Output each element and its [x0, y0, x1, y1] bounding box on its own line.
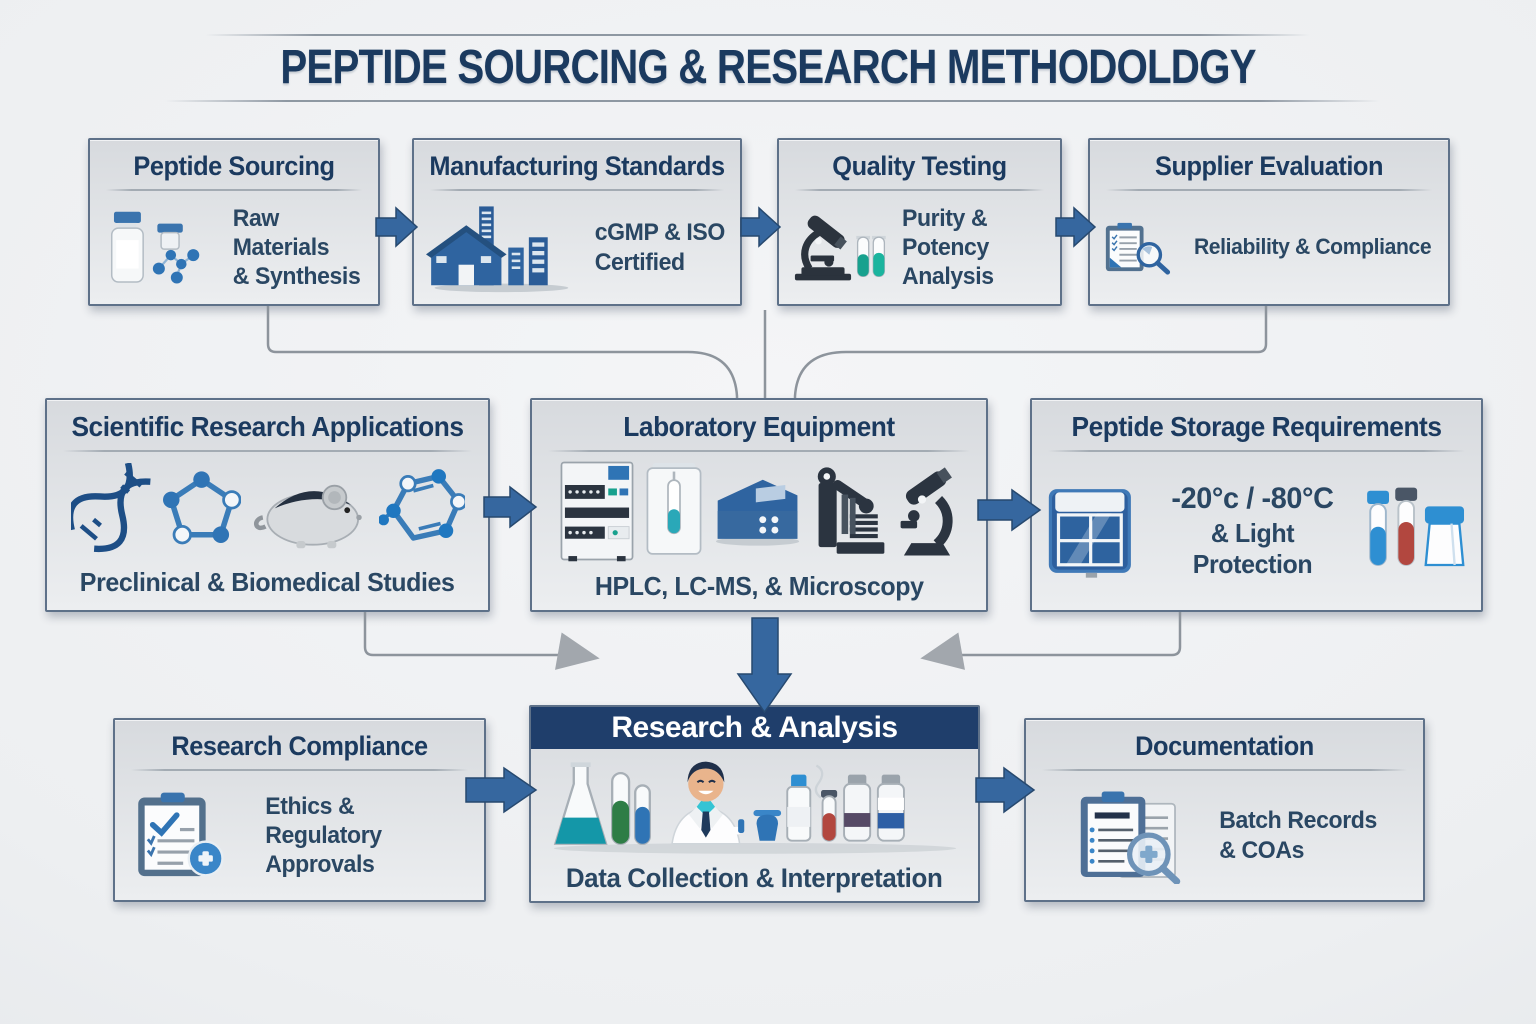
divider — [548, 450, 970, 452]
science-icons — [70, 463, 465, 555]
title-rule-bottom — [165, 100, 1380, 102]
box-subtitle: Purity & Potency Analysis — [901, 204, 994, 291]
factory-icon — [426, 205, 569, 292]
divider — [1042, 769, 1407, 771]
box-title: Manufacturing Standards — [429, 151, 725, 181]
connector-storage-to-analysis — [960, 612, 1182, 657]
box-supplier-evaluation: Supplier Evaluation Reliability & Compli… — [1088, 138, 1450, 306]
divider — [106, 189, 362, 191]
box-title: Peptide Storage Requirements — [1071, 411, 1442, 442]
clipboard-check-badge-icon — [138, 792, 224, 877]
blue-arrow-sourcing-to-manufacturing — [375, 206, 419, 248]
box-peptide-storage-requirements: Peptide Storage Requirements -20°c / -80… — [1030, 398, 1483, 612]
connector-supplier-to-equipment — [793, 306, 1268, 398]
gray-arrowhead-right — [920, 632, 965, 670]
test-tubes-jar-icon — [1366, 487, 1465, 567]
title-rule-top — [205, 34, 1310, 36]
box-manufacturing-standards: Manufacturing Standards cGMP & ISO Certi… — [412, 138, 742, 306]
box-title: Peptide Sourcing — [133, 151, 335, 181]
connector-applications-to-analysis — [363, 612, 560, 657]
connector-sourcing-to-equipment — [266, 306, 739, 398]
clipboard-magnifier-icon — [1105, 222, 1171, 275]
box-title: Quality Testing — [832, 151, 1007, 181]
divider — [131, 769, 468, 771]
gray-arrowhead-left — [555, 632, 600, 670]
box-title: Scientific Research Applications — [71, 411, 464, 442]
box-quality-testing: Quality Testing — [777, 138, 1062, 306]
box-subtitle: Ethics & Regulatory Approvals — [265, 792, 383, 879]
box-subtitle: Raw Materials & Synthesis — [232, 204, 361, 291]
blue-down-arrow-equipment-to-analysis — [736, 617, 793, 714]
box-peptide-sourcing: Peptide Sourcing Raw Materi — [88, 138, 380, 306]
box-subtitle: HPLC, LC-MS, & Microscopy — [594, 570, 924, 601]
microscope-icon — [900, 467, 953, 556]
box-research-analysis: Research & Analysis — [529, 705, 980, 903]
microscope-tubes-icon — [794, 215, 886, 280]
hplc-icon — [560, 462, 634, 562]
vial-molecule-icon — [110, 211, 200, 284]
research-analysis-scene-icon — [553, 761, 956, 854]
box-banner-title: Research & Analysis — [531, 707, 978, 749]
documents-magnifier-icon — [1081, 790, 1181, 884]
mouse-icon — [253, 485, 362, 549]
chemical-structure-icon — [378, 469, 465, 542]
dna-icon — [70, 463, 151, 553]
box-title: Research Compliance — [171, 731, 428, 761]
box-documentation: Documentation Batch Records & COAs — [1024, 718, 1425, 902]
equipment-icons — [558, 459, 960, 563]
sample-cabinet-icon — [646, 463, 702, 556]
box-title: Documentation — [1135, 731, 1314, 761]
divider — [430, 189, 724, 191]
box-subtitle: Data Collection & Interpretation — [566, 863, 943, 894]
box-title: Supplier Evaluation — [1154, 151, 1383, 181]
robotic-arm-icon — [817, 467, 885, 555]
divider — [1106, 189, 1432, 191]
freezer-icon — [1048, 489, 1131, 578]
box-subtitle: Reliability & Compliance — [1193, 234, 1432, 260]
divider — [795, 189, 1044, 191]
divider — [63, 450, 472, 452]
divider — [1048, 450, 1465, 452]
box-subtitle: Preclinical & Biomedical Studies — [80, 566, 455, 597]
blue-arrow-applications-to-equipment — [483, 485, 538, 529]
box-scientific-research-applications: Scientific Research Applications — [45, 398, 490, 612]
box-subtitle: cGMP & ISO Certified — [594, 219, 726, 276]
analyzer-icon — [715, 480, 800, 547]
box-research-compliance: Research Compliance Ethics & Regulatory … — [113, 718, 486, 902]
molecule-ring-icon — [162, 471, 241, 545]
box-subtitle: Batch Records & COAs — [1219, 807, 1378, 864]
box-subtitle: -20°c / -80°C & Light Protection — [1170, 481, 1334, 580]
blue-arrow-manufacturing-to-quality — [740, 206, 782, 248]
page-title: PEPTIDE SOURCING & RESEARCH METHODOLDGY — [280, 41, 1256, 94]
box-title: Laboratory Equipment — [623, 411, 895, 442]
box-laboratory-equipment: Laboratory Equipment — [530, 398, 988, 612]
